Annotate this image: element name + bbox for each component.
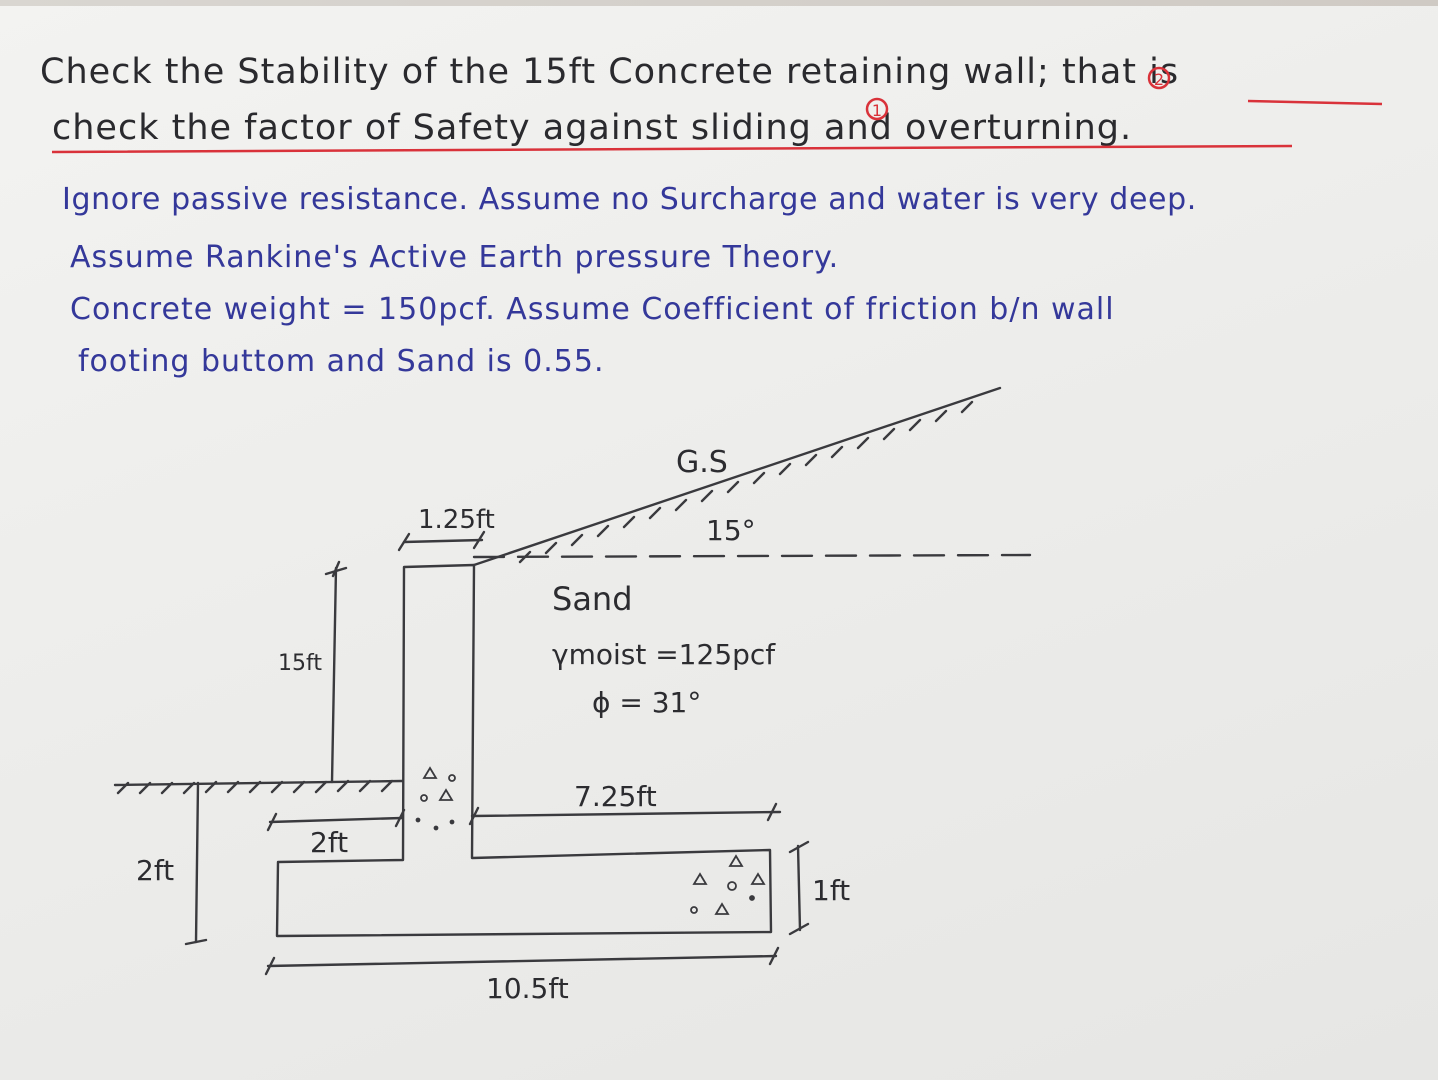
assumption-line-3: Concrete weight = 150pcf. Assume Coeffic…	[70, 292, 1115, 327]
dim-wall-height-tick	[324, 560, 348, 578]
assumption-line-4: footing buttom and Sand is 0.55.	[78, 344, 605, 379]
dim-embedment-line	[194, 781, 200, 944]
label-friction-angle: ϕ = 31°	[592, 686, 701, 719]
label-slope-angle: 15°	[706, 514, 756, 547]
concrete-aggregate-stem	[415, 766, 456, 831]
sloped-ground-surface	[472, 386, 1002, 567]
label-base-width: 10.5ft	[486, 972, 569, 1005]
dim-base-thickness-line	[796, 844, 802, 932]
label-embedment-depth: 2ft	[136, 854, 174, 887]
dim-stem-top-ticks	[397, 530, 486, 552]
label-base-thickness: 1ft	[812, 874, 850, 907]
label-heel-length: 7.25ft	[574, 780, 657, 813]
dim-base-width-ticks	[264, 946, 780, 976]
dim-toe-ticks	[266, 808, 406, 832]
wall-outline	[275, 563, 773, 938]
concrete-aggregate-base	[690, 854, 766, 915]
dim-toe-line	[268, 816, 404, 824]
problem-line-1: Check the Stability of the 15ft Concrete…	[40, 52, 1180, 92]
dim-stem-top-line	[402, 538, 484, 544]
label-toe-length: 2ft	[310, 826, 348, 859]
page-top-edge	[0, 0, 1438, 6]
label-wall-height: 15ft	[278, 651, 322, 676]
dim-wall-height-line	[330, 566, 338, 784]
toe-ground-hatching	[116, 779, 394, 795]
dim-base-thickness-ticks	[788, 840, 810, 936]
assumption-line-2: Assume Rankine's Active Earth pressure T…	[70, 240, 840, 275]
label-soil: Sand	[552, 580, 633, 618]
dim-base-width-line	[266, 954, 778, 968]
label-ground-surface: G.S	[676, 445, 728, 480]
dim-embedment-tick	[184, 938, 208, 946]
dim-heel-line	[470, 810, 782, 818]
dim-heel-ticks	[468, 802, 778, 826]
horizontal-reference-dashed	[472, 553, 1032, 559]
problem-line-2: check the factor of Safety against slidi…	[52, 108, 1133, 148]
label-stem-top-width: 1.25ft	[418, 505, 495, 535]
assumption-line-1: Ignore passive resistance. Assume no Sur…	[62, 182, 1197, 217]
label-unit-weight: γmoist =125pcf	[552, 638, 776, 671]
